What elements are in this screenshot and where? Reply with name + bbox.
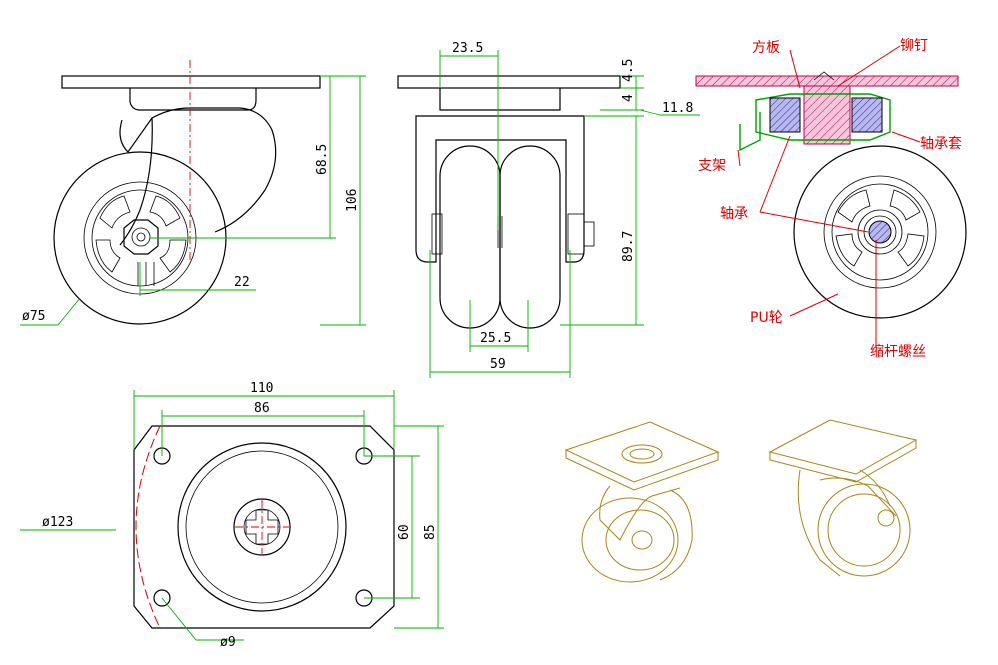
dim-height-89-7: 89.7 — [621, 231, 636, 262]
label-bracket: 支架 — [698, 158, 726, 174]
section-label-leaders — [737, 45, 921, 348]
top-view-dimensions — [20, 390, 444, 641]
dim-width-23-5: 23.5 — [452, 41, 483, 56]
dim-width-59: 59 — [490, 357, 506, 372]
dim-height-106: 106 — [345, 189, 360, 212]
dim-offset-11-8: 11.8 — [662, 101, 693, 116]
dim-plate-4-5: 4.5 — [621, 59, 636, 82]
label-bearing-sleeve: 轴承套 — [920, 136, 962, 152]
label-rivet: 铆钉 — [900, 38, 928, 54]
dim-diameter-9: ø9 — [220, 635, 236, 650]
dim-height-60: 60 — [397, 524, 412, 540]
label-shrink-bolt: 缩杆螺丝 — [870, 344, 926, 360]
side-view — [397, 75, 621, 329]
top-view — [133, 425, 395, 629]
front-view-dimensions — [20, 75, 366, 326]
side-view-dimensions — [429, 50, 700, 378]
dim-gap-4: 4 — [621, 94, 636, 102]
dim-offset-22: 22 — [234, 275, 250, 290]
dim-width-86: 86 — [254, 401, 270, 416]
dim-diameter-75: ø75 — [22, 309, 45, 324]
label-bearing: 轴承 — [720, 206, 748, 222]
dim-height-68-5: 68.5 — [315, 144, 330, 175]
dim-width-110: 110 — [250, 381, 273, 396]
dim-height-85: 85 — [423, 524, 438, 540]
label-pu-wheel: PU轮 — [750, 310, 783, 326]
dim-width-25-5: 25.5 — [480, 331, 511, 346]
dim-diameter-123: ø123 — [42, 515, 73, 530]
front-view — [53, 60, 321, 325]
isometric-view-rear — [768, 419, 918, 577]
section-view — [695, 71, 967, 319]
label-square-plate: 方板 — [752, 40, 780, 56]
isometric-view-front — [564, 421, 720, 583]
